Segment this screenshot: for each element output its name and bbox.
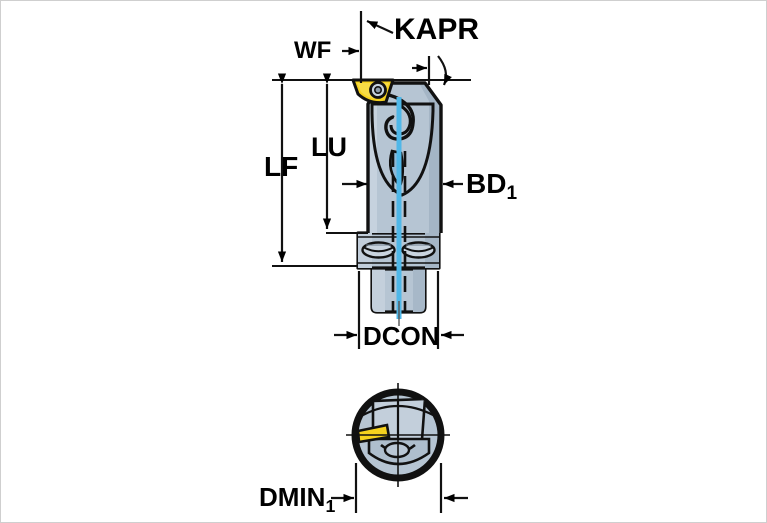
dimension-dcon: [334, 271, 464, 349]
side-elevation-view: [351, 78, 443, 326]
label-wf: WF: [294, 37, 332, 64]
label-lu: LU: [311, 132, 347, 162]
label-bd1-subscript: 1: [506, 183, 518, 204]
label-dcon: DCON: [363, 321, 440, 351]
label-dmin1-subscript: 1: [325, 496, 336, 516]
label-kapr: KAPR: [394, 13, 480, 46]
label-bd1: BD1: [466, 168, 517, 204]
flange-slot-right: [401, 241, 436, 259]
dimension-annotations: [272, 11, 471, 349]
coolant-channel-centerline: [391, 97, 407, 326]
label-dmin1-text: DMIN: [259, 482, 326, 512]
flange-slot-left: [361, 241, 396, 259]
end-view: [346, 383, 450, 487]
label-dmin1: DMIN1: [259, 482, 335, 515]
dimension-dmin1: [331, 463, 468, 513]
clamp-screw: [369, 81, 387, 99]
cutting-insert: [351, 78, 395, 105]
label-bd1-text: BD: [466, 168, 507, 199]
label-lf: LF: [264, 151, 299, 182]
dimension-kapr: [366, 20, 452, 86]
dimension-wf: [342, 11, 363, 83]
